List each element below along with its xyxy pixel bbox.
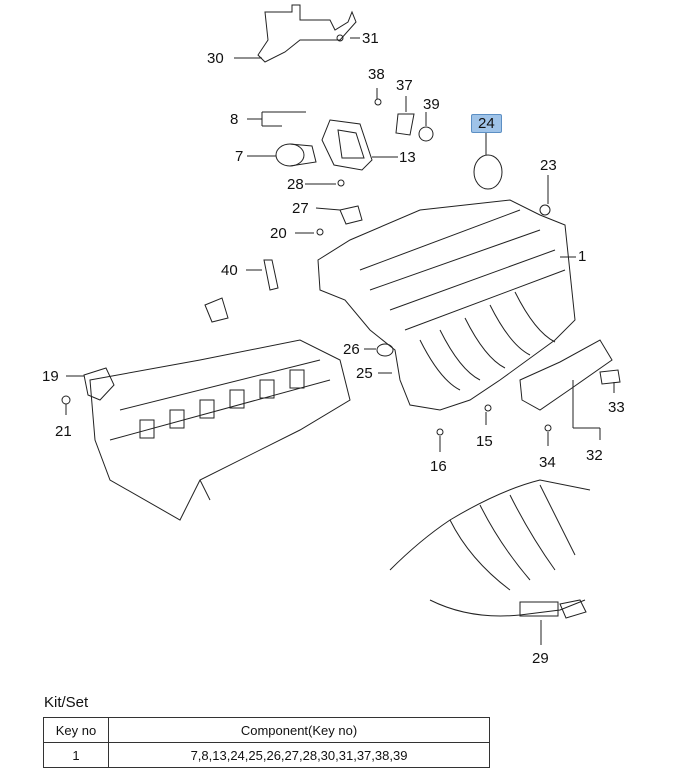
callout-27: 27 <box>292 200 309 217</box>
callout-19: 19 <box>42 368 59 385</box>
callout-21: 21 <box>55 423 72 440</box>
callout-31: 31 <box>362 30 379 47</box>
callout-40: 40 <box>221 262 238 279</box>
parts-diagram: 30 31 38 37 39 8 24 7 13 23 28 27 20 1 4… <box>42 4 625 667</box>
components-cell: 7,8,13,24,25,26,27,28,30,31,37,38,39 <box>108 742 490 768</box>
callout-30: 30 <box>207 50 224 67</box>
callout-23: 23 <box>540 157 557 174</box>
callout-15: 15 <box>476 433 493 450</box>
exploded-view-drawing <box>61 4 621 645</box>
kit-table-header-row: Key no Component(Key no) <box>43 717 490 743</box>
callout-39: 39 <box>423 96 440 113</box>
callout-26: 26 <box>343 341 360 358</box>
key-no-header: Key no <box>43 717 109 743</box>
callout-37: 37 <box>396 77 413 94</box>
callout-16: 16 <box>430 458 447 475</box>
callout-8: 8 <box>230 111 239 128</box>
callout-24-highlighted[interactable]: 24 <box>471 114 502 133</box>
callout-32: 32 <box>586 447 603 464</box>
callout-25: 25 <box>356 365 373 382</box>
callout-13: 13 <box>399 149 416 166</box>
callout-28: 28 <box>287 176 304 193</box>
callout-1: 1 <box>578 248 587 265</box>
callout-34: 34 <box>539 454 556 471</box>
callout-29: 29 <box>532 650 549 667</box>
table-row: 1 7,8,13,24,25,26,27,28,30,31,37,38,39 <box>43 742 490 768</box>
kit-set-table: Key no Component(Key no) 1 7,8,13,24,25,… <box>43 717 490 768</box>
component-header: Component(Key no) <box>108 717 490 743</box>
callout-7: 7 <box>235 148 244 165</box>
callout-38: 38 <box>368 66 385 83</box>
callout-20: 20 <box>270 225 287 242</box>
kit-set-title: Kit/Set <box>44 694 89 711</box>
key-no-cell: 1 <box>43 742 109 768</box>
callout-33: 33 <box>608 399 625 416</box>
